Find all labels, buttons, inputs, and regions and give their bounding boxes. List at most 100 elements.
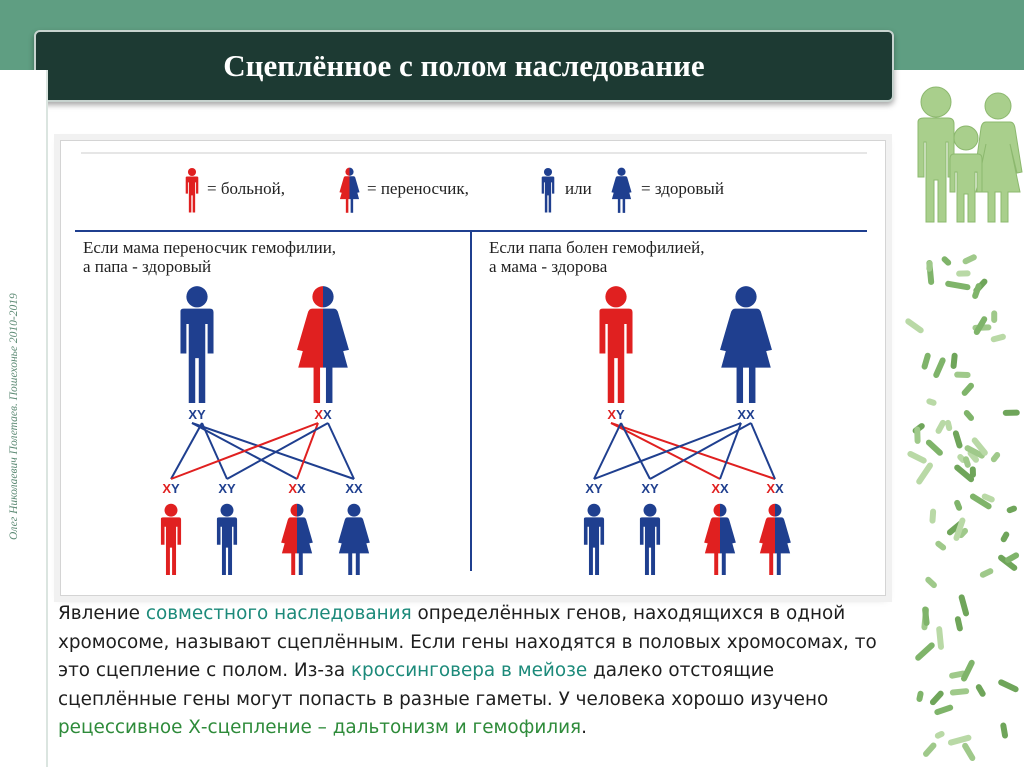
case-left-line2: а папа - здоровый [83,257,211,276]
chromosome-mark [947,734,972,746]
chromosome-mark [907,450,927,464]
body-part-5: далеко отстоящие сцеплённые гены могут п… [58,660,829,710]
inheritance-diagram-svg: = больной, = переносчик, или = здоровый … [75,152,867,597]
body-part-7: . [581,717,587,739]
chromosome-mark [990,452,1001,463]
chromosome-mark [936,626,944,650]
gamete-line-case0-m1-0 [170,422,319,480]
child-1-case1 [640,504,660,575]
body-highlight-joint-inheritance: совместного наследования [145,603,412,624]
chromosome-mark [979,568,994,578]
chromosome-mark [961,382,974,396]
chromosome-mark [914,426,921,444]
chromosome-mark [954,371,971,378]
parent-father-case1 [599,286,632,403]
genotype-father-case1: XY [607,407,625,422]
chromosome-mark [934,730,945,739]
parent-mother-case1 [720,286,772,403]
family-figure-icon [917,86,1023,223]
body-part-3: определённых генов, находящихся в одной … [58,603,877,682]
chromosome-mark [935,419,946,434]
inheritance-diagram: = больной, = переносчик, или = здоровый … [60,140,886,596]
parent-mother-case0 [297,286,349,403]
left-sidebar-strip [0,70,48,767]
page-title: Сцеплённое с полом наследование [223,48,705,83]
case-right-line2: а мама - здорова [489,257,608,276]
chromosome-mark [916,690,924,702]
body-part-1: Явление [58,603,146,624]
chromosome-mark [964,445,985,459]
body-highlight-recessive-x: рецессивное Х-сцепление – дальтонизм и г… [58,717,582,739]
chromosome-mark [1002,409,1020,416]
genotype-child-2-case0: XX [288,481,306,496]
chromosome-mark [998,679,1019,693]
chromosome-mark [923,742,937,757]
child-3-case1 [759,504,791,575]
case-left-line1: Если мама переносчик гемофилии, [83,238,336,257]
gamete-line-case0-m2-3 [327,422,355,480]
chromosome-mark [1006,505,1017,514]
chromosome-mark [945,419,953,432]
legend-sick-male-icon [185,167,199,213]
legend-carrier-label: = переносчик, [367,179,469,198]
chromosome-mark [952,430,963,449]
chromosome-mark [991,310,998,324]
genotype-child-3-case1: XX [766,481,784,496]
legend-healthy-male-icon [541,167,555,213]
child-2-case1 [704,504,736,575]
chromosome-mark [905,318,924,334]
genotype-child-0-case0: XY [162,481,180,496]
chromosome-mark [926,260,933,272]
chromosome-mark [954,616,963,632]
chromosome-mark [933,357,946,378]
gamete-line-case1-m1-0 [593,422,742,480]
chromosome-mark [954,464,975,483]
genotype-mother-case0: XX [314,407,332,422]
title-banner: Сцеплённое с полом наследование [34,30,894,102]
decorative-side-panel [905,86,1023,762]
chromosome-mark [954,499,963,511]
genotype-child-1-case1: XY [641,481,659,496]
chromosome-mark [949,688,970,696]
child-0-case0 [161,504,181,575]
genotype-mother-case1: XX [737,407,755,422]
chromosome-mark [969,466,976,478]
gamete-line-case1-m2-1 [649,422,752,480]
chromosome-mark [945,280,971,291]
chromosome-mark [1000,531,1010,543]
case-right-line1: Если папа болен гемофилией, [489,238,705,257]
chromosome-mark [916,462,933,485]
gamete-line-case1-fx-3 [610,422,776,480]
chromosome-mark [926,398,937,406]
chromosome-mark [973,316,988,336]
chromosome-mark [950,352,958,369]
chromosome-mark [975,684,986,697]
legend-healthy-female-icon [611,167,632,213]
genotype-child-3-case0: XX [345,481,363,496]
author-credit: Олег Николаевич Полетаев. Пошехонье 2010… [8,293,20,540]
gamete-line-case1-fy-0 [593,422,622,480]
chromosome-mark [969,493,992,510]
chromosome-mark [961,659,975,682]
gamete-line-case0-fy-1 [201,422,228,480]
child-1-case0 [217,504,237,575]
chromosome-mark [915,642,935,661]
chromosome-mark [990,333,1006,343]
genotype-child-2-case1: XX [711,481,729,496]
gamete-line-case1-fy-1 [620,422,651,480]
gamete-line-case1-m1-2 [719,422,742,480]
chromosome-mark [962,456,971,468]
legend: = больной, = переносчик, или = здоровый [185,167,724,213]
gamete-line-case0-fx-3 [191,422,355,480]
chromosome-mark [962,742,976,762]
legend-healthy-label: = здоровый [641,179,724,198]
chromosome-pattern [905,254,1020,762]
chromosome-mark [981,493,995,503]
child-2-case0 [281,504,313,575]
body-highlight-crossing-over: кроссинговера в мейозе [350,660,588,682]
chromosome-mark [922,606,930,626]
chromosome-mark [925,576,937,589]
chromosome-mark [1000,722,1009,739]
legend-carrier-female-icon [339,168,359,213]
gamete-line-case1-m2-3 [750,422,776,480]
